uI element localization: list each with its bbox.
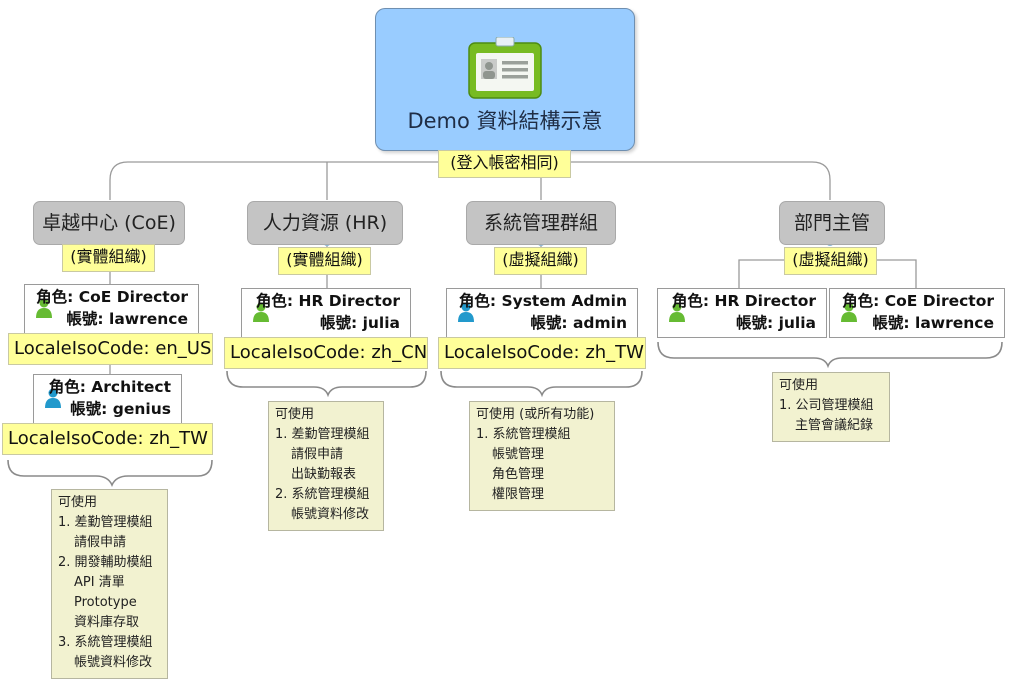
- note-line: 可使用 (或所有功能): [476, 407, 595, 422]
- note-line: 資料庫存取: [74, 615, 140, 630]
- account-label: 帳號:: [872, 314, 910, 332]
- note-line: 角色管理: [492, 467, 545, 482]
- account-label: 帳號:: [735, 314, 774, 332]
- role-value: System Admin: [501, 292, 627, 310]
- note-line: Prototype: [74, 595, 137, 610]
- role-label: 角色:: [255, 292, 294, 310]
- role-value: HR Director: [298, 292, 400, 310]
- locale-label: LocaleIsoCode: zh_CN: [224, 337, 428, 369]
- note-sysadmin: 可使用 (或所有功能) 1. 系統管理模組 帳號管理 角色管理 權限管理: [469, 401, 615, 511]
- coe-brace: [7, 459, 213, 487]
- role-label: 角色:: [671, 292, 710, 310]
- account-label: 帳號:: [530, 314, 568, 332]
- member-card[interactable]: 角色: System Admin 帳號: admin: [446, 288, 638, 338]
- note-line: 帳號管理: [492, 447, 545, 462]
- member-card[interactable]: 角色: CoE Director 帳號: lawrence: [829, 288, 1005, 338]
- note-line: 請假申請: [74, 535, 127, 550]
- role-value: CoE Director: [884, 292, 994, 310]
- account-value: julia: [778, 314, 816, 332]
- note-line: API 清單: [74, 575, 125, 590]
- sys-brace: [440, 370, 643, 398]
- note-hr: 可使用 1. 差勤管理模組 請假申請 出缺勤報表 2. 系統管理模組 帳號資料修…: [268, 401, 384, 531]
- note-line: 1. 公司管理模組: [779, 398, 874, 413]
- branch-coe-tag: (實體組織): [62, 244, 155, 272]
- note-line: 1. 系統管理模組: [476, 427, 571, 442]
- locale-value: zh_TW: [585, 342, 644, 363]
- account-value: lawrence: [915, 314, 994, 332]
- member-card[interactable]: 角色: HR Director 帳號: julia: [241, 288, 411, 338]
- person-icon: [45, 388, 61, 408]
- account-label: 帳號:: [70, 400, 108, 418]
- branch-dept-tag: (虛擬組織): [784, 247, 877, 275]
- note-coe: 可使用 1. 差勤管理模組 請假申請 2. 開發輔助模組 API 清單 Prot…: [51, 489, 168, 679]
- branch-sysadmin-tag: (虛擬組織): [494, 247, 587, 275]
- branch-hr-tag: (實體組織): [278, 247, 371, 275]
- note-line: 1. 差勤管理模組: [275, 427, 370, 442]
- person-icon: [458, 302, 474, 322]
- note-line: 可使用: [275, 407, 315, 422]
- locale-value: zh_TW: [149, 428, 208, 449]
- note-line: 帳號資料修改: [74, 655, 153, 670]
- note-line: 權限管理: [492, 487, 545, 502]
- branch-dept-managers[interactable]: 部門主管: [779, 201, 885, 245]
- role-label: 角色:: [842, 292, 880, 310]
- locale-key: LocaleIsoCode:: [14, 338, 150, 359]
- account-value: genius: [112, 400, 171, 418]
- person-icon: [36, 298, 52, 318]
- dept-brace: [657, 341, 1003, 369]
- note-line: 1. 差勤管理模組: [58, 515, 153, 530]
- locale-value: en_US: [155, 338, 212, 359]
- branch-sysadmin[interactable]: 系統管理群組: [466, 201, 616, 245]
- role-label: 角色:: [48, 378, 86, 396]
- note-line: 帳號資料修改: [291, 507, 370, 522]
- note-line: 出缺勤報表: [291, 467, 357, 482]
- branch-coe[interactable]: 卓越中心 (CoE): [33, 201, 185, 245]
- locale-key: LocaleIsoCode:: [230, 342, 366, 363]
- note-line: 可使用: [779, 378, 819, 393]
- branch-hr[interactable]: 人力資源 (HR): [247, 201, 403, 245]
- note-line: 主管會議紀錄: [795, 418, 874, 433]
- locale-label: LocaleIsoCode: zh_TW: [438, 337, 646, 369]
- member-card[interactable]: 角色: CoE Director 帳號: lawrence: [24, 284, 199, 334]
- locale-value: zh_CN: [371, 342, 428, 363]
- hr-brace: [226, 370, 427, 398]
- locale-key: LocaleIsoCode:: [8, 428, 144, 449]
- role-label: 角色:: [458, 292, 497, 310]
- root-topic[interactable]: Demo 資料結構示意: [375, 8, 635, 151]
- note-line: 可使用: [58, 495, 98, 510]
- account-label: 帳號:: [66, 310, 104, 328]
- note-line: 2. 開發輔助模組: [58, 555, 153, 570]
- locale-label: LocaleIsoCode: zh_TW: [2, 423, 213, 455]
- role-value: Architect: [91, 378, 171, 396]
- locale-label: LocaleIsoCode: en_US: [8, 333, 213, 365]
- root-subtitle: (登入帳密相同): [438, 150, 571, 178]
- id-card-icon: [468, 37, 542, 99]
- role-value: CoE Director: [78, 288, 188, 306]
- role-label: 角色:: [36, 288, 74, 306]
- note-dept: 可使用 1. 公司管理模組 主管會議紀錄: [772, 372, 890, 442]
- person-icon: [253, 302, 269, 322]
- locale-key: LocaleIsoCode:: [444, 342, 580, 363]
- root-title: Demo 資料結構示意: [407, 109, 603, 133]
- person-icon: [841, 302, 857, 322]
- note-line: 請假申請: [291, 447, 344, 462]
- account-value: lawrence: [109, 310, 188, 328]
- account-value: julia: [362, 314, 400, 332]
- person-icon: [669, 302, 685, 322]
- member-card[interactable]: 角色: Architect 帳號: genius: [33, 374, 182, 424]
- account-label: 帳號:: [319, 314, 358, 332]
- member-card[interactable]: 角色: HR Director 帳號: julia: [657, 288, 827, 338]
- note-line: 3. 系統管理模組: [58, 635, 153, 650]
- role-value: HR Director: [714, 292, 816, 310]
- account-value: admin: [572, 314, 627, 332]
- note-line: 2. 系統管理模組: [275, 487, 370, 502]
